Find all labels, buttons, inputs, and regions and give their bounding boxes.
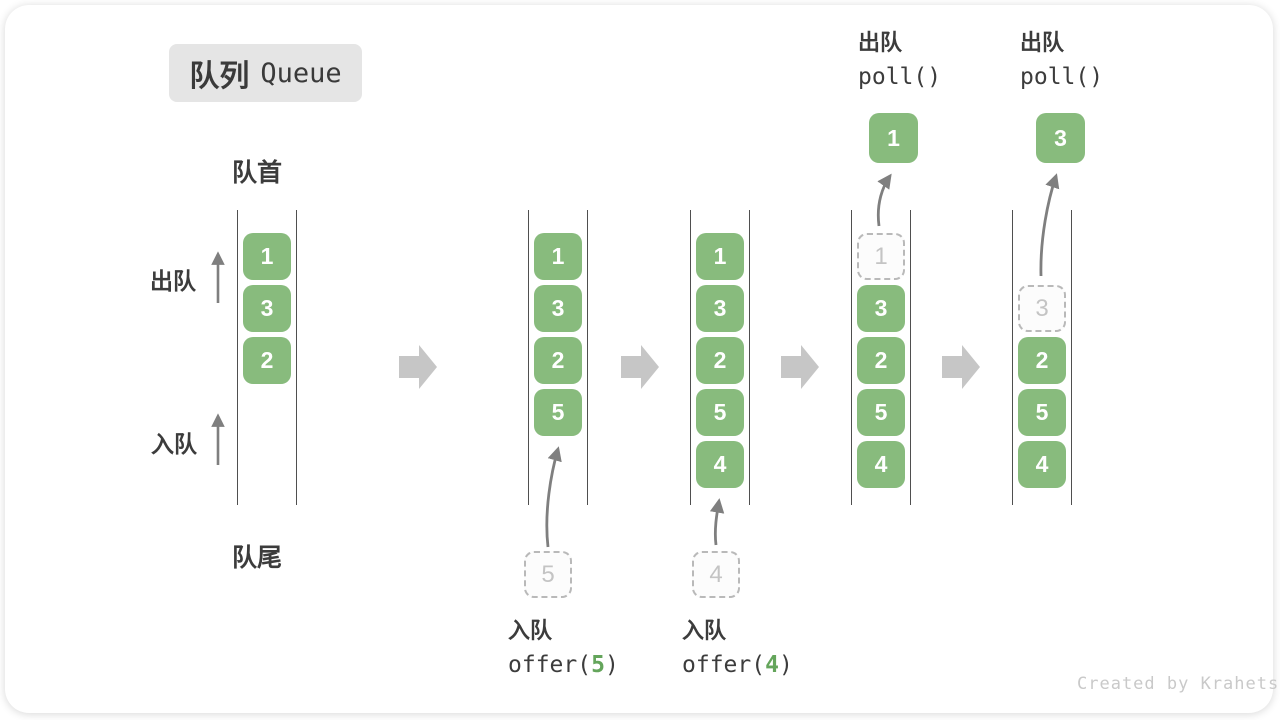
queue-cell: 4 [696, 441, 744, 488]
removed-element-1: 1 [857, 233, 905, 280]
operation-name: 出队 [1020, 30, 1065, 55]
queue-container-3 [690, 210, 750, 505]
queue-cell: 1 [696, 233, 744, 280]
operation-name: 入队 [682, 618, 727, 643]
operation-enqueue-5: 入队 offer(5) [508, 614, 619, 682]
queue-cell: 4 [857, 441, 905, 488]
watermark: Created by Krahets [1077, 674, 1280, 694]
polled-element-1: 1 [869, 113, 918, 163]
queue-rear-label: 队尾 [232, 544, 283, 572]
queue-cell: 4 [1018, 441, 1066, 488]
queue-container-2 [528, 210, 588, 505]
dequeue-side-label: 出队 [150, 268, 196, 294]
queue-cell: 3 [534, 285, 582, 332]
diagram-title: 队列 Queue [169, 44, 362, 102]
queue-cell: 3 [243, 285, 291, 332]
operation-enqueue-4: 入队 offer(4) [682, 614, 793, 682]
operation-code: offer(4) [682, 652, 793, 678]
queue-cell: 2 [857, 337, 905, 384]
enqueue-arg: 5 [591, 652, 605, 678]
operation-code: poll() [858, 64, 942, 90]
operation-code: poll() [1020, 64, 1104, 90]
queue-cell: 1 [534, 233, 582, 280]
queue-container-5 [1012, 210, 1072, 505]
enqueue-arg: 4 [765, 652, 779, 678]
operation-name: 入队 [508, 618, 553, 643]
queue-cell: 2 [696, 337, 744, 384]
removed-element-3: 3 [1018, 285, 1066, 332]
incoming-element-4: 4 [692, 551, 740, 598]
queue-front-label: 队首 [232, 159, 283, 187]
queue-container-4 [851, 210, 911, 505]
operation-code: offer(5) [508, 652, 619, 678]
queue-cell: 1 [243, 233, 291, 280]
enqueue-side-label: 入队 [151, 431, 197, 457]
operation-name: 出队 [858, 30, 903, 55]
queue-cell: 5 [534, 389, 582, 436]
queue-cell: 2 [534, 337, 582, 384]
queue-cell: 3 [696, 285, 744, 332]
polled-element-3: 3 [1036, 113, 1085, 163]
operation-poll-1: 出队 poll() [858, 26, 941, 94]
operation-poll-2: 出队 poll() [1020, 26, 1103, 94]
diagram-card [5, 5, 1273, 713]
title-chinese: 队列 [189, 60, 250, 93]
queue-cell: 2 [243, 337, 291, 384]
queue-cell: 5 [857, 389, 905, 436]
queue-cell: 2 [1018, 337, 1066, 384]
queue-container-1 [237, 210, 297, 505]
queue-cell: 3 [857, 285, 905, 332]
queue-cell: 5 [696, 389, 744, 436]
incoming-element-5: 5 [524, 551, 572, 598]
title-english: Queue [260, 57, 342, 89]
queue-cell: 5 [1018, 389, 1066, 436]
